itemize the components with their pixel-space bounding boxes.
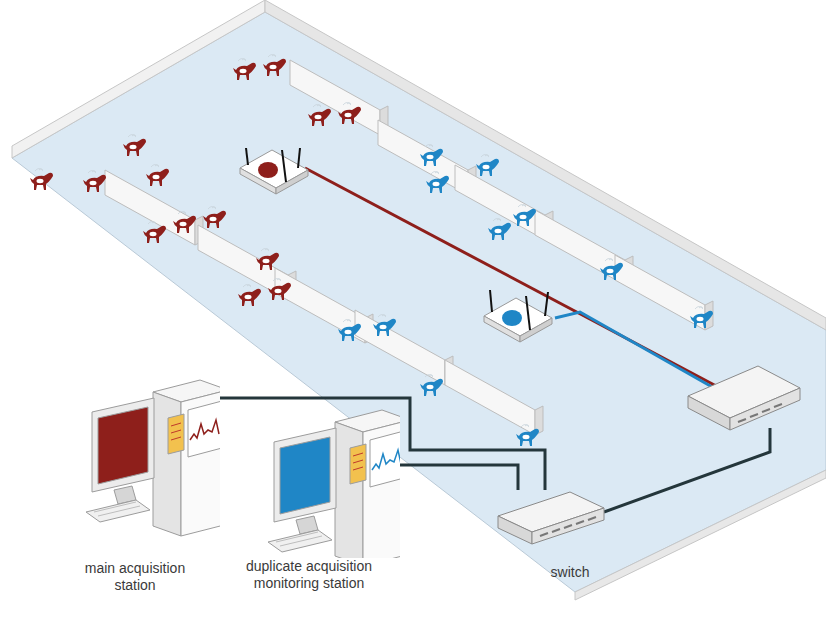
switch-front: [730, 388, 800, 430]
receiver-box: [520, 318, 552, 342]
animal: [308, 105, 331, 127]
chart-grid: [353, 453, 363, 470]
partition: [275, 268, 365, 343]
animal: [476, 155, 499, 177]
animal: [488, 219, 511, 241]
monitor-frame: [92, 398, 154, 492]
tower-front: [335, 422, 363, 558]
animal: [268, 279, 291, 301]
chart-sheet: [168, 414, 184, 454]
blue-receiver: [484, 290, 552, 342]
monitor-screen: [98, 407, 148, 484]
switch-ports: [738, 404, 782, 422]
computer-icon: [86, 380, 220, 536]
animal: [338, 103, 361, 125]
workstation-node: main acquisition station: [50, 378, 220, 600]
antenna: [282, 150, 286, 182]
tower-side: [363, 420, 400, 558]
animal: [263, 55, 286, 77]
node-label: main acquisition station: [74, 560, 196, 594]
animal: [30, 169, 53, 191]
animal: [338, 320, 361, 342]
animal: [238, 285, 261, 307]
animal: [690, 307, 713, 329]
computer-icon: [268, 410, 400, 558]
partition: [355, 310, 445, 385]
animal: [173, 212, 196, 234]
animal: [420, 375, 443, 397]
animal: [513, 205, 536, 227]
animal: [83, 171, 106, 193]
node-label: switch: [530, 564, 610, 581]
animal: [203, 207, 226, 229]
chart-sheet: [188, 401, 220, 457]
switch-ports: [540, 517, 596, 536]
receiver-box: [276, 170, 308, 194]
blue-cable: [555, 312, 728, 396]
partition: [455, 165, 545, 240]
animal: [373, 315, 396, 337]
tower-side: [181, 390, 220, 536]
red-animals: [30, 55, 361, 307]
blue-animals: [338, 145, 713, 447]
switch-side: [498, 516, 532, 544]
node-icon: [50, 378, 220, 560]
keyboard-keys: [276, 532, 322, 546]
antenna: [490, 290, 492, 312]
animal: [143, 222, 166, 244]
keyboard: [268, 530, 332, 552]
front-wall: [575, 470, 826, 600]
animal: [600, 259, 623, 281]
side-wall: [265, 0, 826, 330]
animal: [516, 425, 539, 447]
partition: [290, 60, 380, 135]
node-icon: [490, 490, 650, 564]
network-cable: [220, 398, 545, 490]
switch-front: [532, 508, 604, 544]
animal: [426, 172, 449, 194]
monitor-screen: [280, 437, 330, 514]
chart-grid: [171, 423, 181, 440]
switch-node: switch: [490, 490, 650, 587]
antenna: [545, 292, 548, 316]
switch-side: [688, 396, 730, 430]
animal: [420, 145, 443, 167]
antenna: [246, 148, 248, 165]
chart-line: [190, 420, 219, 440]
receiver-dot: [258, 162, 278, 178]
keyboard-keys: [94, 502, 140, 516]
node-label: duplicate acquisition monitoring station: [231, 558, 387, 592]
pen-partitions: [105, 60, 713, 435]
chart-line: [372, 450, 400, 470]
antenna: [526, 296, 530, 330]
keyboard: [86, 500, 150, 522]
network-cable: [400, 465, 518, 490]
switch-icon: [498, 492, 604, 544]
antenna: [298, 148, 300, 168]
partition: [445, 360, 535, 435]
chart-sheet: [350, 444, 366, 484]
animal: [256, 249, 279, 271]
red-receiver: [240, 148, 308, 194]
animal: [146, 165, 169, 187]
receiver-switch: [688, 366, 800, 430]
animal: [123, 135, 146, 157]
switch-link: [604, 428, 770, 512]
animal: [233, 59, 256, 81]
receiver-dot: [502, 310, 522, 326]
workstation-node: duplicate acquisition monitoring station: [218, 408, 400, 598]
node-icon: [218, 408, 400, 558]
tower-front: [153, 392, 181, 536]
partition: [535, 210, 625, 285]
monitor-frame: [274, 428, 336, 522]
back-wall: [12, 0, 265, 158]
chart-sheet: [370, 431, 400, 487]
